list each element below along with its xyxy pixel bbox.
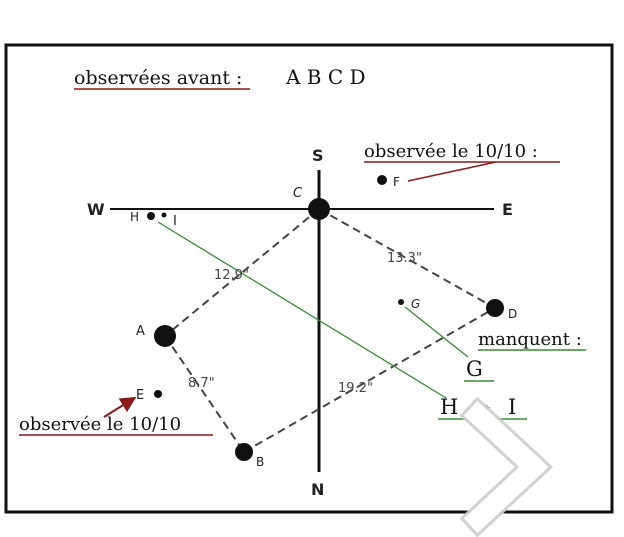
star-b-dot bbox=[235, 443, 253, 461]
star-e-dot bbox=[154, 390, 162, 398]
direction-west: W bbox=[87, 200, 105, 219]
star-g-dot bbox=[398, 299, 404, 305]
green-line-g bbox=[404, 306, 469, 358]
separation-b-d: 19.2" bbox=[338, 381, 373, 396]
observed-before-stars: A B C D bbox=[285, 65, 366, 89]
star-b-label: B bbox=[256, 455, 264, 469]
star-i-label: I bbox=[173, 214, 177, 229]
annotation-missing-i: I bbox=[508, 395, 516, 419]
star-a-dot bbox=[154, 325, 176, 347]
dashed-line-c-a bbox=[164, 208, 320, 337]
dashed-line-a-b bbox=[164, 335, 245, 453]
annotation-missing-g: G bbox=[466, 357, 483, 381]
separation-c-d: 13.3" bbox=[387, 251, 422, 266]
star-e-label: E bbox=[136, 388, 144, 403]
annotation-observed-f: observée le 10/10 : bbox=[364, 141, 538, 162]
star-h-label: H bbox=[130, 210, 139, 224]
star-h-dot bbox=[147, 212, 155, 220]
annotation-f-pointer bbox=[407, 161, 497, 182]
direction-east: E bbox=[502, 200, 513, 219]
star-d-dot bbox=[486, 299, 504, 317]
star-d-label: D bbox=[508, 307, 517, 321]
star-c-label: C bbox=[293, 186, 303, 201]
dashed-line-c-d bbox=[318, 208, 496, 309]
star-g-label: G bbox=[411, 297, 420, 311]
dashed-line-b-d bbox=[243, 307, 496, 453]
separation-c-a: 12.9" bbox=[214, 268, 249, 283]
direction-south: S bbox=[312, 146, 324, 165]
star-i-dot bbox=[161, 212, 167, 218]
star-f-dot bbox=[377, 175, 387, 185]
annotation-missing-title: manquent : bbox=[478, 329, 582, 350]
observed-before-label: observées avant : bbox=[74, 67, 242, 89]
star-a-label: A bbox=[136, 324, 145, 339]
green-line-h bbox=[157, 221, 447, 399]
chevron-right-icon-inner bbox=[463, 400, 549, 534]
next-button[interactable] bbox=[459, 396, 554, 537]
star-c-dot bbox=[308, 198, 330, 220]
star-f-label: F bbox=[393, 175, 400, 189]
annotation-e-arrow bbox=[103, 396, 137, 418]
annotation-observed-e: observée le 10/10 bbox=[19, 414, 181, 435]
direction-north: N bbox=[311, 480, 324, 499]
annotation-missing-h: H bbox=[440, 395, 458, 419]
separation-a-b: 8.7" bbox=[188, 376, 215, 391]
